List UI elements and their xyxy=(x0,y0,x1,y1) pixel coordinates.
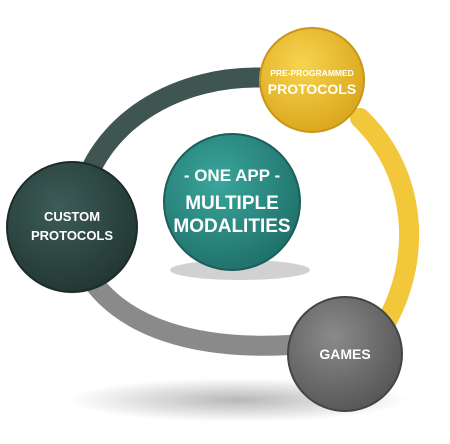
center-line-1: - ONE APP - xyxy=(184,166,280,185)
node-preprogrammed xyxy=(259,27,365,133)
center-circle xyxy=(163,133,301,271)
node-preprogrammed-line-2: PROTOCOLS xyxy=(268,81,356,97)
node-custom xyxy=(6,161,138,293)
node-custom-line-1: CUSTOM xyxy=(44,209,100,224)
node-preprogrammed-line-1: PRE-PROGRAMMED xyxy=(270,68,354,78)
node-custom-line-2: PROTOCOLS xyxy=(31,228,113,243)
center-line-2: MULTIPLE xyxy=(185,193,279,214)
ring-segment-gray xyxy=(75,260,300,356)
center-line-3: MODALITIES xyxy=(173,216,290,237)
ring-segment-yellow xyxy=(350,108,420,350)
node-games xyxy=(287,296,403,412)
node-games-line-1: GAMES xyxy=(319,346,370,362)
